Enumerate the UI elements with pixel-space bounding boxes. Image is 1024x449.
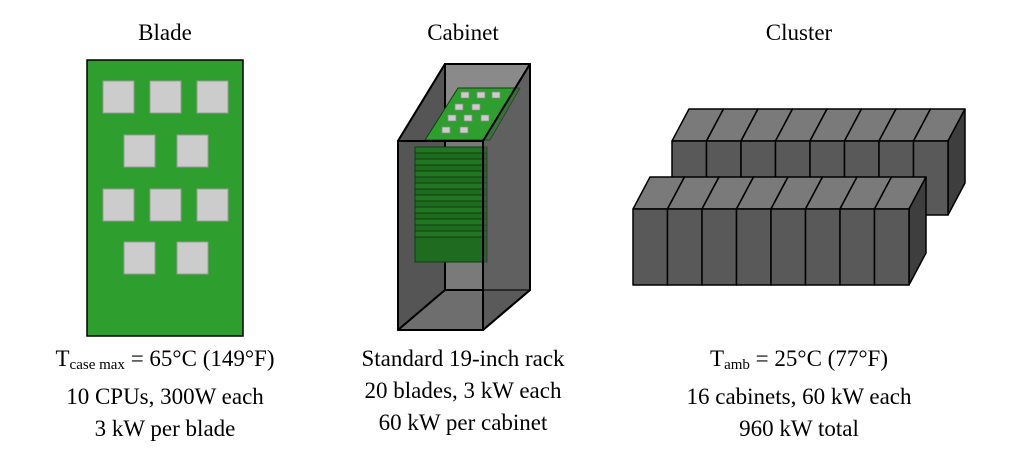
- cabinet-power: 60 kW per cabinet: [378, 410, 548, 435]
- cabinet-blade-slice: [414, 206, 488, 214]
- cabinet-blade-slice: [414, 188, 488, 196]
- cluster-caption: Tamb = 25°C (77°F) 16 cabinets, 60 kW ea…: [639, 343, 959, 445]
- blade-illustration: [86, 59, 244, 337]
- cabinet-caption: Standard 19-inch rack 20 blades, 3 kW ea…: [303, 343, 623, 439]
- blade-cpu: [176, 241, 209, 275]
- cabinet-blade-slice: [414, 224, 488, 232]
- blade-cpu: [123, 241, 156, 275]
- cluster-illustration: [632, 108, 966, 286]
- cluster-cabinet: [666, 176, 720, 286]
- blade-cpu: [149, 80, 182, 114]
- blade-power: 3 kW per blade: [94, 416, 236, 441]
- cluster-cabinet: [873, 176, 927, 286]
- cabinet-blade-slice: [414, 182, 488, 190]
- cabinet-blade-slice: [414, 170, 488, 178]
- blade-cpu-group: [102, 80, 229, 275]
- cabinet-rack-type: Standard 19-inch rack: [361, 346, 565, 371]
- cabinet-cpu: [460, 91, 470, 99]
- cabinet-blade-slice: [414, 212, 488, 220]
- cabinet-top-blade-cpus: [441, 91, 501, 134]
- cluster-temp-subscript: amb: [724, 357, 750, 373]
- cluster-ambient-temp: Tamb = 25°C (77°F): [710, 346, 888, 373]
- cabinet-blade-slice: [414, 176, 488, 184]
- blade-cpu: [123, 134, 156, 168]
- blade-cpu: [196, 80, 229, 114]
- cabinet-blade-slice: [414, 230, 488, 238]
- cabinet-blade-slice: [414, 164, 488, 172]
- cabinet-cpu: [491, 91, 501, 99]
- cabinet-blade-slice: [414, 236, 488, 263]
- cabinet-front-frame: [397, 140, 484, 331]
- cabinet-title: Cabinet: [427, 20, 499, 45]
- cabinet-cpu: [471, 103, 481, 111]
- blade-cpu: [102, 188, 135, 222]
- cabinet-blade-slice: [414, 194, 488, 202]
- cabinet-cpu: [480, 114, 490, 122]
- cabinet-blade-slice: [414, 158, 488, 166]
- blade-title: Blade: [138, 20, 192, 45]
- cluster-power: 960 kW total: [739, 416, 859, 441]
- blade-cpu: [176, 134, 209, 168]
- cabinet-cpu: [476, 91, 486, 99]
- cabinet-blade-slice: [414, 146, 488, 154]
- blade-temp-subscript: case max: [69, 357, 125, 373]
- cabinet-cpu: [441, 126, 451, 134]
- cabinet-cpu: [454, 103, 464, 111]
- blade-cpu: [196, 188, 229, 222]
- cabinet-blade-slice: [414, 218, 488, 226]
- cabinet-blade-slice: [414, 200, 488, 208]
- blade-cpu: [149, 188, 182, 222]
- cluster-title: Cluster: [765, 20, 833, 45]
- cabinet-blade-info: 20 blades, 3 kW each: [364, 378, 562, 403]
- blade-caption: Tcase max = 65°C (149°F) 10 CPUs, 300W e…: [5, 343, 325, 445]
- blade-cpu-info: 10 CPUs, 300W each: [66, 384, 264, 409]
- cabinet-cpu: [447, 114, 457, 122]
- cabinet-blade-slice: [414, 152, 488, 160]
- cabinet-cpu: [459, 126, 469, 134]
- blade-case-temp: Tcase max = 65°C (149°F): [55, 346, 275, 373]
- cluster-cabinet-info: 16 cabinets, 60 kW each: [686, 384, 912, 409]
- cabinet-illustration: [397, 63, 531, 331]
- cabinet-cpu: [463, 114, 473, 122]
- blade-cpu: [102, 80, 135, 114]
